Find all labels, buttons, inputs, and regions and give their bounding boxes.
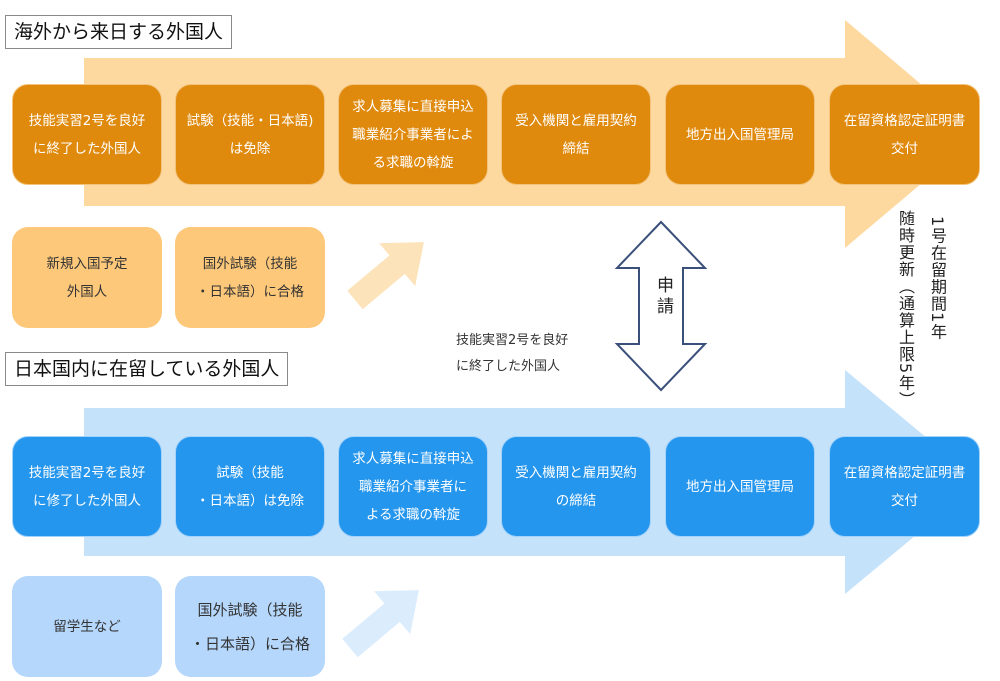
side-note-renewal: 随時更新（通算上限5年）	[896, 210, 915, 409]
overseas-exam-arrow	[347, 242, 424, 310]
middle-note: 技能実習2号を良好 に終了した外国人	[456, 333, 569, 374]
apply-label: 申請	[653, 276, 673, 318]
domestic-step-5: 地方出入国管理局	[665, 436, 815, 537]
overseas-section-title: 海外から来日する外国人	[5, 15, 233, 49]
overseas-step-1: 技能実習2号を良好 に終了した外国人	[12, 84, 162, 185]
overseas-step-2: 試験（技能・日本語) は免除	[175, 84, 325, 185]
apply-double-arrow	[614, 220, 708, 392]
overseas-alt-start: 新規入国予定 外国人	[12, 227, 162, 328]
overseas-step-5: 地方出入国管理局	[665, 84, 815, 185]
domestic-step-2: 試験（技能 ・日本語）は免除	[175, 436, 325, 537]
domestic-exam-arrow	[342, 590, 419, 658]
domestic-step-6: 在留資格認定証明書 交付	[829, 436, 980, 537]
side-note-period: 1号在留期間1年	[928, 216, 947, 341]
overseas-step-6: 在留資格認定証明書 交付	[829, 84, 980, 185]
domestic-step-1: 技能実習2号を良好 に修了した外国人	[12, 436, 162, 537]
domestic-section-title: 日本国内に在留している外国人	[5, 352, 289, 386]
overseas-step-4: 受入機関と雇用契約 締結	[501, 84, 651, 185]
domestic-step-3: 求人募集に直接申込 職業紹介事業者に よる求職の斡旋	[338, 436, 488, 537]
overseas-alt-exam: 国外試験（技能 ・日本語）に合格	[175, 227, 325, 328]
domestic-step-4: 受入機関と雇用契約 の締結	[501, 436, 651, 537]
overseas-step-3: 求人募集に直接申込 職業紹介事業者によ る求職の斡旋	[338, 84, 488, 185]
domestic-alt-start: 留学生など	[12, 576, 162, 677]
domestic-alt-exam: 国外試験（技能 ・日本語）に合格	[175, 576, 325, 677]
